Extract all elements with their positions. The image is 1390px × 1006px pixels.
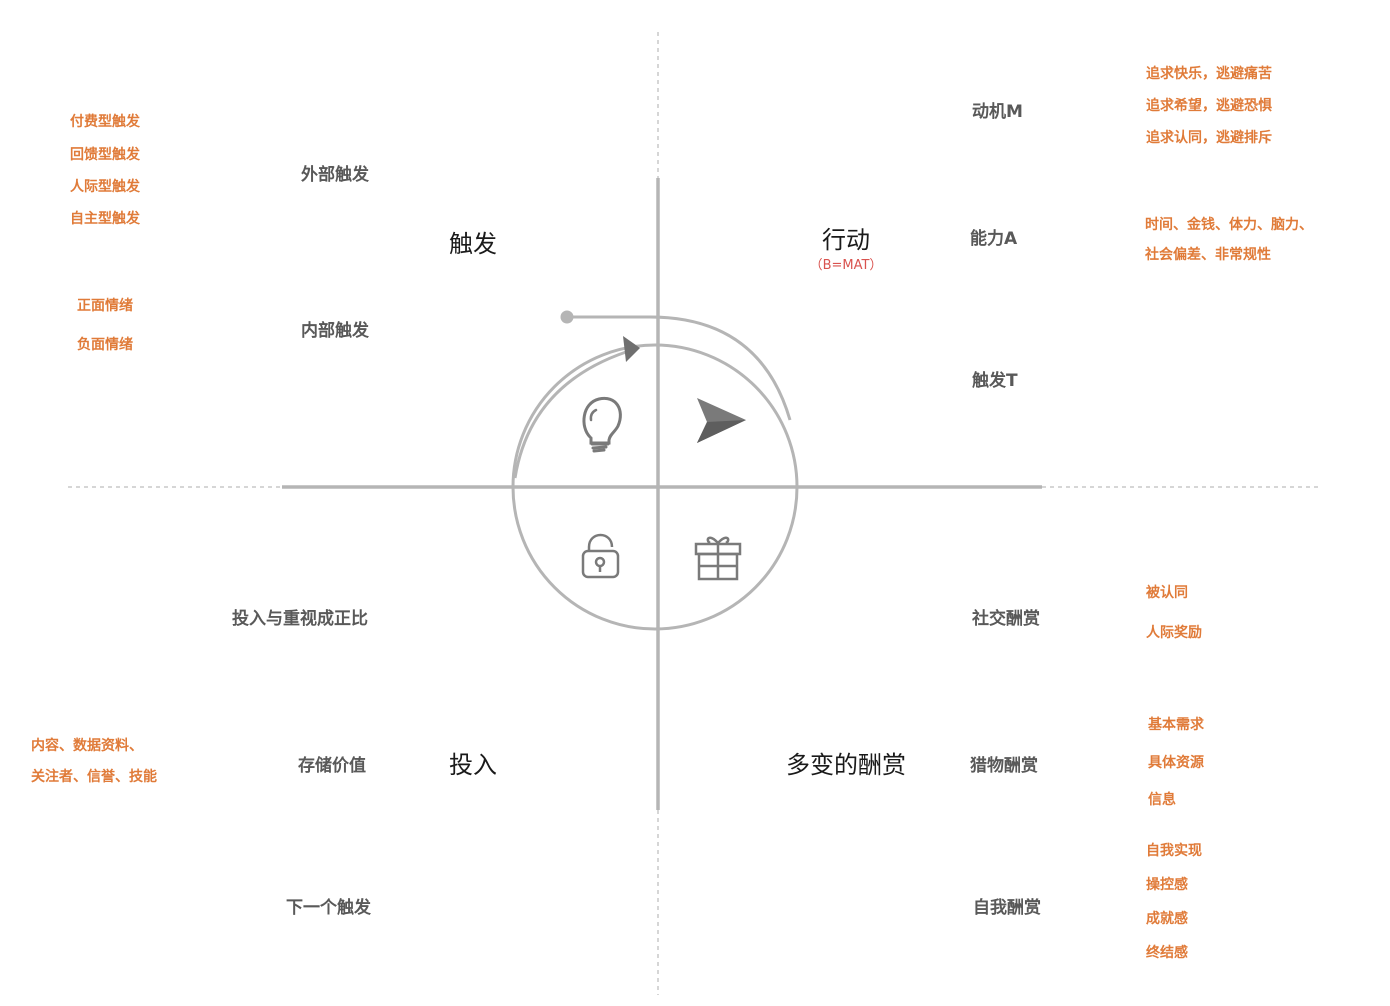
external-trigger-item: 人际型触发 <box>70 179 140 195</box>
motivation-label: 动机M <box>972 102 1023 122</box>
stored-value-label: 存储价值 <box>298 756 366 776</box>
proportional-label: 投入与重视成正比 <box>232 609 368 629</box>
cycle-tail <box>568 315 792 421</box>
internal-trigger-label: 内部触发 <box>301 321 369 341</box>
social-reward-label: 社交酬赏 <box>972 609 1040 629</box>
stored-value-item: 关注者、信誉、技能 <box>31 769 157 785</box>
hunt-reward-label: 猎物酬赏 <box>970 756 1038 776</box>
hunt-reward-item: 信息 <box>1148 792 1176 808</box>
internal-trigger-item: 正面情绪 <box>77 298 133 314</box>
self-reward-label: 自我酬赏 <box>973 898 1041 918</box>
reward-title: 多变的酬赏 <box>786 751 906 779</box>
self-reward-item: 终结感 <box>1146 945 1188 961</box>
investment-title: 投入 <box>449 751 497 779</box>
internal-trigger-item: 负面情绪 <box>77 337 133 353</box>
external-trigger-item: 回馈型触发 <box>70 147 140 163</box>
lock-icon <box>581 533 620 579</box>
external-trigger-label: 外部触发 <box>301 165 369 185</box>
motivation-item: 追求快乐，逃避痛苦 <box>1146 66 1272 82</box>
stored-value-item: 内容、数据资料、 <box>31 738 143 754</box>
cycle-arrow-icon <box>513 336 640 479</box>
ability-item: 时间、金钱、体力、脑力、 <box>1145 217 1313 233</box>
hunt-reward-item: 具体资源 <box>1148 755 1204 771</box>
action-title: 行动 <box>822 226 870 254</box>
ability-item: 社会偏差、非常规性 <box>1145 247 1271 263</box>
gift-icon <box>694 536 742 581</box>
self-reward-item: 操控感 <box>1146 877 1188 893</box>
send-icon <box>697 398 746 443</box>
social-reward-item: 被认同 <box>1146 585 1188 601</box>
cycle-circle <box>511 343 799 631</box>
self-reward-item: 自我实现 <box>1146 843 1202 859</box>
external-trigger-item: 付费型触发 <box>70 114 140 130</box>
self-reward-item: 成就感 <box>1146 911 1188 927</box>
next-trigger-label: 下一个触发 <box>286 898 371 918</box>
motivation-item: 追求认同，逃避排斥 <box>1146 130 1272 146</box>
lightbulb-icon <box>582 396 622 453</box>
motivation-item: 追求希望，逃避恐惧 <box>1146 98 1272 114</box>
cycle-tail-dot <box>560 310 574 324</box>
ability-label: 能力A <box>970 229 1018 249</box>
external-trigger-item: 自主型触发 <box>70 211 140 227</box>
action-formula: （B=MAT） <box>809 258 883 273</box>
social-reward-item: 人际奖励 <box>1146 625 1202 641</box>
trigger-t-label: 触发T <box>972 371 1018 391</box>
trigger-title: 触发 <box>449 230 497 258</box>
hunt-reward-item: 基本需求 <box>1148 717 1204 733</box>
